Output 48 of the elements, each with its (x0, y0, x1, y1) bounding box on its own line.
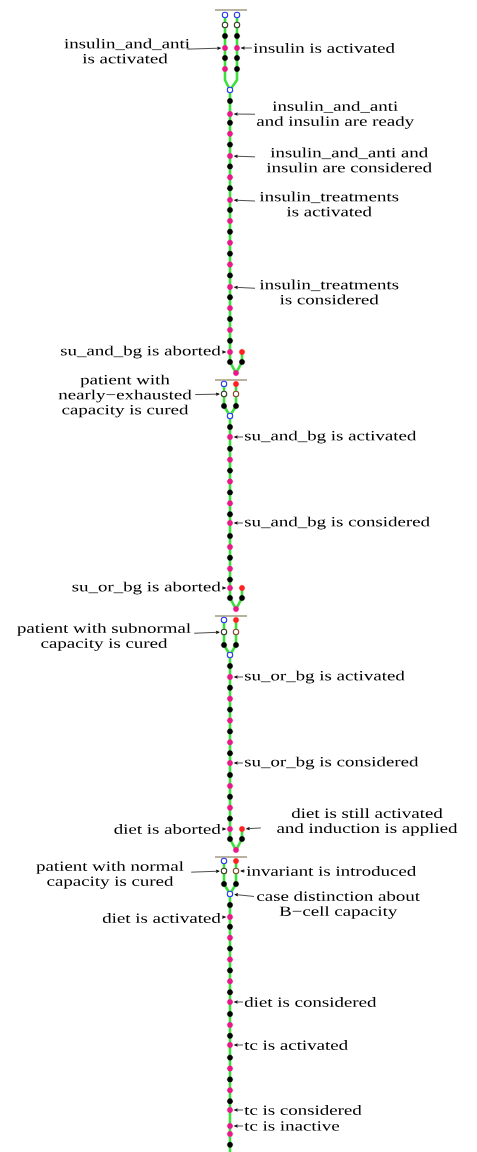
leader-arrow (221, 827, 226, 831)
leader-arrow (234, 1124, 244, 1128)
leader-arrow (240, 869, 246, 873)
leader-arrow (234, 521, 244, 525)
leader-arrow (234, 285, 256, 289)
callout-label: insulin_treatments is activated (259, 191, 399, 217)
callout-label: insulin_and_anti and insulin are considered (266, 147, 432, 173)
callout-label: patient with normal capacity is cured (36, 861, 184, 889)
callout-label: su_and_bg is considered (244, 516, 430, 530)
callout-label: tc is inactive (244, 1121, 340, 1131)
leader-arrow (221, 915, 226, 919)
leader-arrow (234, 1108, 244, 1112)
callout-label: diet is considered (244, 997, 377, 1007)
leader-arrow (241, 46, 253, 50)
callout-label: insulin_and_anti and insulin are ready (256, 101, 415, 129)
callout-label: patient with nearly−exhausted capacity is cured (58, 374, 192, 418)
leader-arrow (234, 1000, 244, 1004)
callout-label: tc is considered (244, 1105, 362, 1115)
leader-arrow (221, 350, 226, 354)
callout-label: insulin_and_anti is activated (64, 38, 190, 64)
leader-arrow (234, 675, 244, 679)
leader-arrow (193, 630, 220, 634)
leader-arrow (234, 435, 244, 439)
callout-label: insulin is activated (253, 43, 395, 53)
leader-arrow (234, 893, 255, 897)
callout-label: case distinction about B−cell capacity (257, 891, 420, 919)
leader-arrow (234, 154, 256, 158)
callout-label: patient with subnormal capacity is cured (17, 623, 191, 651)
callout-label: diet is still activated and induction is applied (277, 808, 458, 836)
leader-arrow (234, 112, 256, 116)
leader-arrow (190, 869, 220, 873)
callout-label: insulin_treatments is considered (259, 279, 399, 305)
callout-label: diet is activated (102, 913, 221, 923)
callout-label: invariant is introduced (246, 866, 417, 876)
callout-label: su_or_bg is aborted (72, 581, 221, 595)
leader-arrow (186, 46, 221, 50)
leader-arrow (234, 198, 256, 202)
callout-label: tc is activated (244, 1040, 348, 1050)
callout-label: su_or_bg is considered (244, 756, 419, 770)
leader-arrow (221, 586, 226, 590)
callout-label: diet is aborted (114, 824, 221, 834)
leader-arrow (234, 761, 244, 765)
callout-label: su_and_bg is aborted (60, 345, 221, 359)
leader-arrow (246, 827, 262, 831)
leader-arrow (234, 1043, 244, 1047)
leader-arrow (194, 392, 220, 396)
callout-label: su_or_bg is activated (244, 670, 405, 684)
callout-label: su_and_bg is activated (244, 430, 417, 444)
